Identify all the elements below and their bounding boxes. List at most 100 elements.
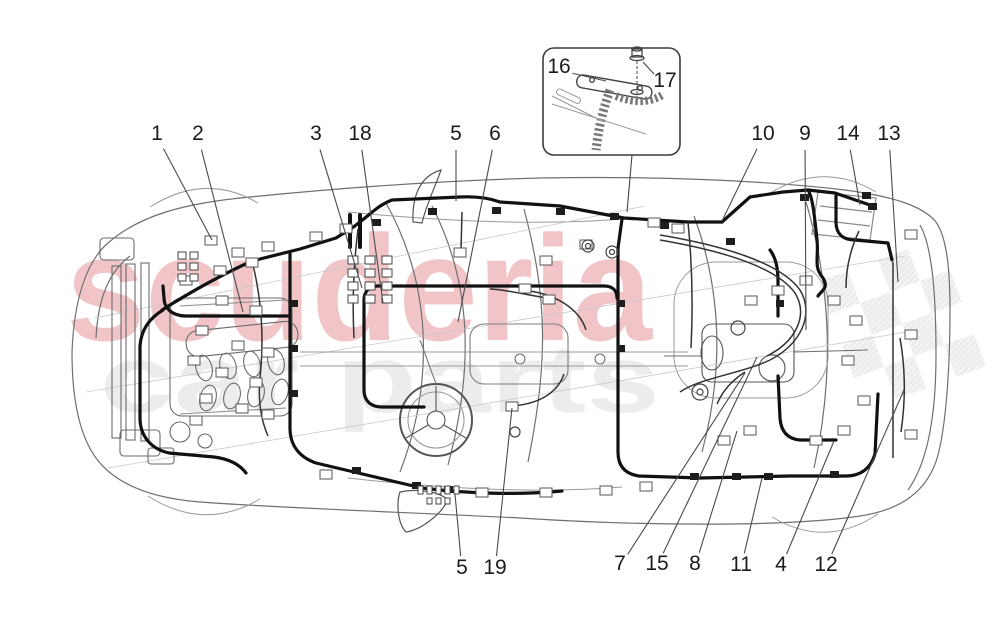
callout-leader-4-18 — [786, 440, 835, 555]
diagram-line — [419, 339, 437, 385]
diagram-line — [460, 211, 463, 251]
diagram-line — [899, 337, 905, 433]
callout-label-3-2: 3 — [310, 122, 322, 145]
diagram-line — [631, 48, 643, 58]
callout-leader-15-15 — [662, 356, 758, 554]
diagram-line — [119, 429, 161, 457]
checker-cell — [920, 270, 962, 313]
diagram-line — [758, 354, 786, 382]
checker-cell — [842, 335, 884, 378]
diagram-line — [111, 265, 122, 439]
diagram-line — [696, 388, 704, 396]
harness-rear-low — [776, 374, 838, 442]
front-accessory-boxes — [99, 237, 175, 465]
checker-cell — [944, 334, 986, 377]
diagram-line — [195, 354, 213, 382]
diagram-line — [664, 349, 869, 357]
callout-label-12-19: 12 — [814, 553, 837, 576]
diagram-line — [469, 323, 569, 385]
diagram-line — [223, 382, 241, 410]
callout-leader-14-8 — [849, 149, 861, 206]
callout-label-8-16: 8 — [689, 552, 701, 575]
callout-label-14-8: 14 — [836, 122, 860, 145]
connectors-light — [179, 217, 918, 498]
diagram-line — [845, 230, 860, 289]
callout-leader-2-1 — [200, 149, 244, 313]
door-top-line — [347, 211, 623, 223]
diagram-line — [716, 371, 746, 405]
rear-vent-panel — [811, 191, 877, 241]
callout-label-11-17: 11 — [730, 553, 752, 576]
callout-label-5-12: 5 — [456, 556, 468, 579]
callout-label-18-3: 18 — [348, 122, 371, 145]
callout-label-10-6: 10 — [751, 122, 774, 145]
diagram-line — [147, 447, 175, 465]
harness-mid-drop — [616, 217, 702, 480]
connector-blocks — [177, 192, 918, 505]
rear-deck-oval — [673, 261, 829, 399]
rear-window-line — [693, 215, 718, 453]
rear-right-arch — [771, 513, 879, 533]
diagram-line — [243, 350, 261, 378]
harness-front-main — [160, 195, 724, 312]
callout-label-5-4: 5 — [450, 122, 462, 145]
car-body — [71, 169, 951, 533]
front-left-arch — [149, 187, 259, 208]
callout-label-17-11: 17 — [653, 69, 676, 92]
callout-label-9-7: 9 — [799, 122, 811, 145]
windshield-top — [431, 205, 466, 466]
callout-leader-6-5 — [457, 149, 493, 323]
callout-label-16-10: 16 — [547, 55, 570, 78]
rear-cable-bundle — [659, 234, 807, 393]
callout-label-6-5: 6 — [489, 122, 501, 145]
callout-label-1-0: 1 — [151, 122, 163, 145]
checkered-flag-watermark — [818, 249, 986, 399]
front-inner-line — [95, 255, 131, 339]
diagram-line — [591, 88, 615, 151]
harness-rear-top — [720, 188, 872, 224]
sill-trim-piece — [397, 489, 449, 533]
rear-inner-line — [907, 224, 937, 491]
mechanical-parts — [99, 237, 869, 465]
callout-label-7-14: 7 — [614, 552, 626, 575]
corrugated-sleeve — [591, 88, 667, 151]
diagram-line — [584, 242, 592, 250]
diagram-line — [614, 90, 667, 105]
diagram-line — [700, 335, 724, 371]
datum-line-3 — [107, 329, 919, 469]
diagram-line — [551, 95, 647, 135]
trunk-line — [805, 201, 829, 469]
callout-label-13-9: 13 — [877, 122, 900, 145]
panel-edge — [551, 88, 647, 135]
bolt-fastener — [629, 46, 645, 104]
diagram-line — [581, 239, 595, 253]
callout-leader-1-0 — [162, 148, 213, 241]
harness-trans-drop — [768, 248, 780, 318]
roof-line — [523, 208, 544, 463]
callout-leader-19-13 — [495, 407, 513, 557]
callout-leader-13-9 — [889, 149, 899, 283]
callout-leader-8-16 — [698, 430, 738, 553]
callout-label-2-1: 2 — [192, 122, 204, 145]
engine-block — [169, 297, 299, 449]
diagram-line — [514, 353, 526, 365]
steering-wheel — [399, 339, 473, 457]
callout-leader-18-3 — [361, 149, 384, 304]
watermark-text-secondary: car parts — [100, 326, 660, 433]
diagram-line — [197, 433, 213, 449]
callout-leader-11-17 — [743, 477, 763, 554]
diagram-line — [179, 299, 287, 415]
harness-engine-cross — [161, 284, 290, 318]
harness-front-loop — [138, 308, 248, 475]
fuse-box-grid — [347, 255, 393, 304]
inset-leader-line — [626, 154, 633, 213]
diagram-line — [405, 386, 467, 439]
callout-label-4-18: 4 — [775, 553, 787, 576]
front-right-arch — [147, 495, 261, 516]
callout-leader-16-10 — [572, 72, 607, 82]
car-outline — [71, 176, 951, 525]
callout-leader-7-14 — [627, 372, 746, 555]
callout-leader-17-11 — [642, 61, 655, 75]
